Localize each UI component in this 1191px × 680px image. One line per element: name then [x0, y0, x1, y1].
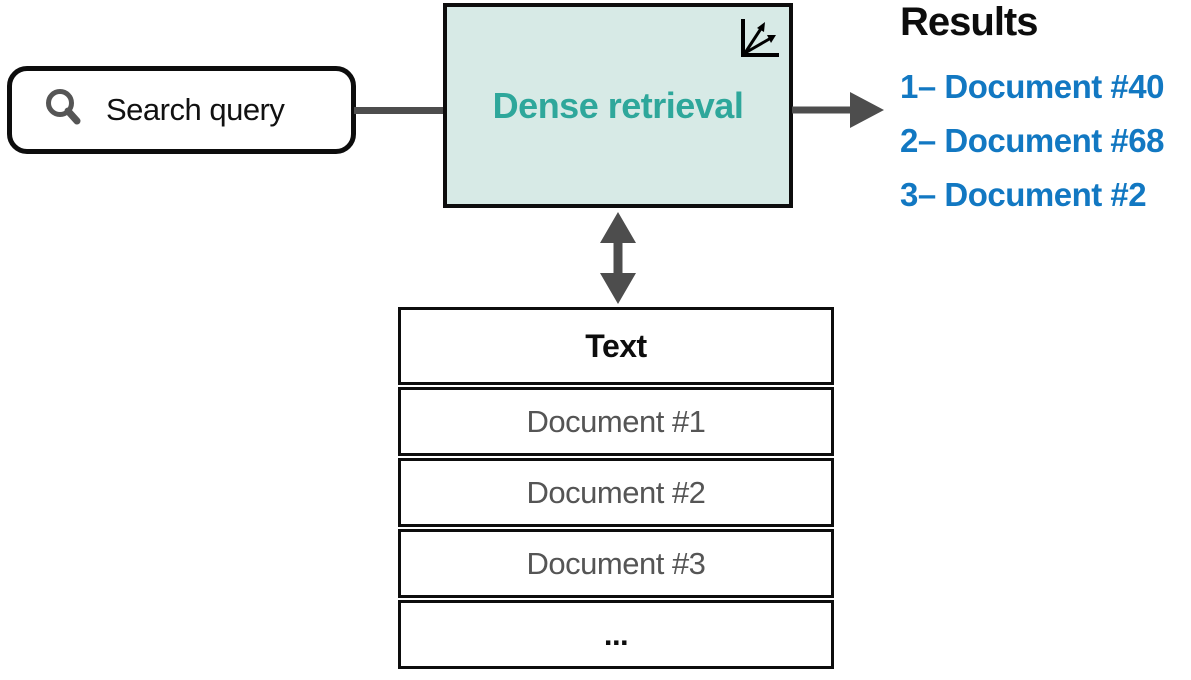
arrow-right-icon: [792, 88, 886, 132]
table-row: Document #2: [398, 458, 834, 527]
result-item-2: 2– Document #68: [900, 122, 1164, 159]
result-item-1: 1– Document #40: [900, 68, 1164, 105]
magnifier-icon: [44, 88, 82, 133]
dense-retrieval-label: Dense retrieval: [492, 84, 744, 126]
dense-retrieval-box: Dense retrieval: [443, 3, 793, 208]
table-row: Document #1: [398, 387, 834, 456]
documents-table: Text Document #1 Document #2 Document #3…: [398, 307, 834, 669]
search-query-label: Search query: [106, 92, 285, 127]
vector-axes-icon: [737, 15, 781, 59]
search-query-box: Search query: [7, 66, 356, 154]
table-header: Text: [398, 307, 834, 385]
result-item-3: 3– Document #2: [900, 176, 1147, 213]
results-panel: Results 1– Document #40 2– Document #68 …: [900, 0, 1190, 222]
connector-line: [354, 107, 444, 114]
table-row-ellipsis: ...: [398, 600, 834, 669]
results-title: Results: [900, 0, 1039, 44]
table-row: Document #3: [398, 529, 834, 598]
updown-arrow-icon: [596, 212, 640, 304]
